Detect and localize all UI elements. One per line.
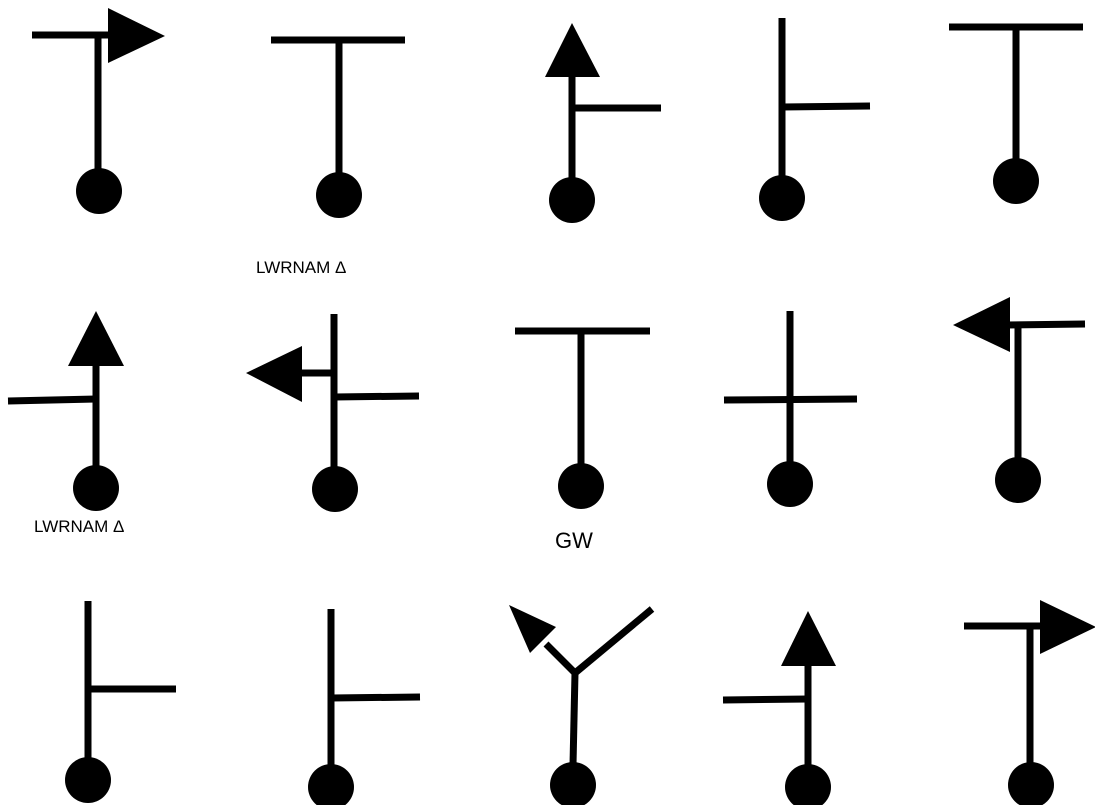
circle-stem-left-arrow-right-branch-icon (246, 314, 420, 512)
circle-stem-left-flag-icon (953, 297, 1086, 503)
circle-stem-right-branch-icon (65, 601, 176, 803)
circle-stem-crossbar-icon (723, 311, 858, 507)
circle-stem-y-arrow-icon (509, 605, 655, 805)
circle-stem-top-bar-icon (515, 327, 650, 509)
circle-stem-up-arrow-right-branch-icon (545, 23, 661, 223)
circle-stem-right-branch-icon (308, 609, 421, 805)
symbol-label: LWRNAM Δ (34, 517, 125, 536)
circle-stem-top-bar-icon (271, 36, 405, 218)
symbol-label: LWRNAM Δ (256, 258, 347, 277)
circle-stem-up-arrow-left-branch-icon (7, 311, 124, 511)
circle-stem-right-flag-icon (32, 8, 165, 214)
symbol-label: GW (555, 528, 593, 553)
circle-stem-top-bar-icon (949, 23, 1083, 204)
circle-stem-right-flag-icon (964, 600, 1095, 805)
circle-stem-right-branch-icon (759, 18, 871, 221)
circle-stem-up-arrow-left-branch-icon (722, 611, 836, 805)
